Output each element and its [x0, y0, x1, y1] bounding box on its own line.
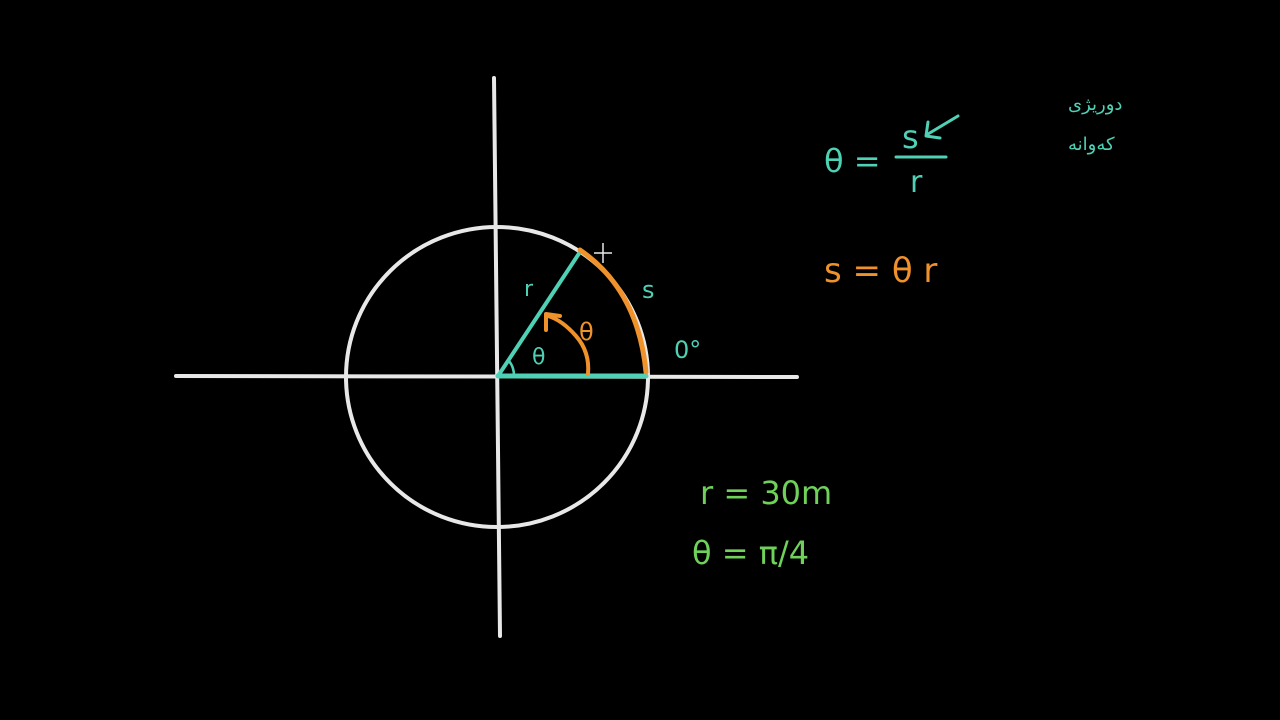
theta-formula-lhs: θ = — [824, 142, 881, 180]
radius-value: r = 30m — [700, 474, 832, 512]
crosshair-cursor-icon — [594, 243, 612, 263]
angle-mark-near-origin — [506, 358, 516, 378]
theta-value: θ = π/4 — [692, 534, 809, 572]
y-axis — [492, 76, 502, 638]
theta-formula-numerator: s — [902, 118, 919, 156]
zero-degree-label: 0° — [674, 336, 701, 364]
angle-arrowhead — [544, 312, 562, 332]
pointer-arrow-icon — [924, 114, 960, 140]
angle-arrow-arc — [546, 314, 591, 376]
theta-formula-denominator: r — [910, 165, 923, 200]
arc-length-s — [577, 247, 649, 375]
note-line-2: کەوانە — [1068, 134, 1115, 155]
theta-label-origin: θ — [532, 345, 545, 370]
theta-label-arc: θ — [579, 318, 594, 346]
radius-at-angle — [496, 250, 582, 378]
x-axis — [174, 374, 799, 379]
radius-label: r — [524, 277, 534, 302]
arc-label-s: s — [642, 276, 655, 304]
note-line-1: دوریژی — [1068, 94, 1122, 115]
arc-length-formula: s = θ r — [824, 251, 937, 291]
